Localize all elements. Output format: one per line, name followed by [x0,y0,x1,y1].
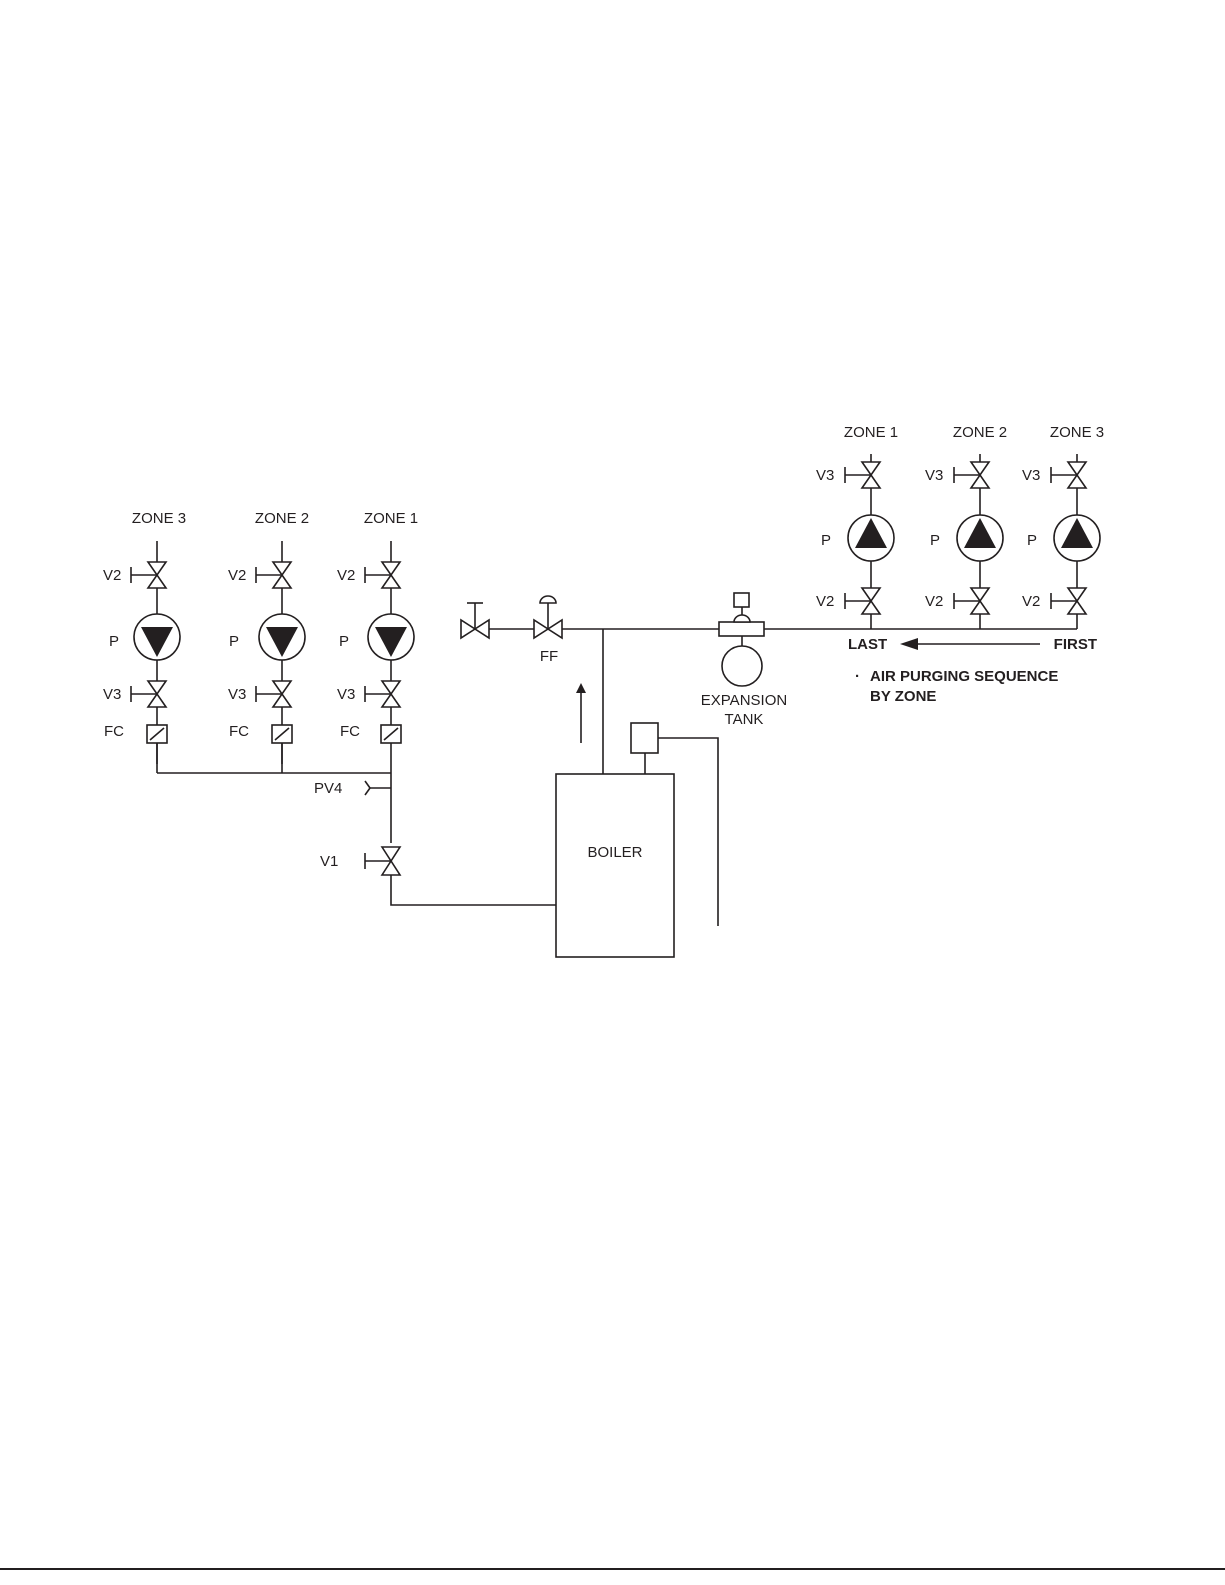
right-zone-3-label: ZONE 3 [1050,424,1104,441]
right-zone-2-pump-icon[interactable] [957,515,1003,561]
right-zone-3-v3-label: V3 [1022,467,1040,484]
left-zone-3-pump-icon[interactable] [134,614,180,660]
left-zone-1-v3-valve[interactable] [365,681,400,707]
sequence-first-label: FIRST [1054,636,1097,653]
pv4-label: PV4 [314,780,342,797]
left-zone-3-label: ZONE 3 [132,510,186,527]
right-zone-1-label: ZONE 1 [844,424,898,441]
sequence-arrow-icon [900,638,918,650]
left-zone-1-v3-label: V3 [337,686,355,703]
right-zone-3-pump-icon[interactable] [1054,515,1100,561]
right-zone-1-v3-valve[interactable] [845,462,880,488]
left-zone-1-v2-valve[interactable] [365,562,400,588]
sequence-last-label: LAST [848,636,887,653]
left-zone-2-pump-icon[interactable] [259,614,305,660]
page-footer-rule [0,1568,1225,1570]
left-zone-2-v2-label: V2 [228,567,246,584]
left-zone-1-v2-label: V2 [337,567,355,584]
right-zone-2-pump-label: P [930,532,940,549]
right-zone-3-v2-label: V2 [1022,593,1040,610]
left-zone-1-pump-icon[interactable] [368,614,414,660]
right-zone-3-pump-label: P [1027,532,1037,549]
left-zone-1-pump-label: P [339,633,349,650]
right-zone-1-v2-valve[interactable] [845,588,880,614]
right-zone-2-label: ZONE 2 [953,424,1007,441]
right-zone-1-pump-label: P [821,532,831,549]
boiler[interactable] [556,774,674,957]
left-zone-1: ZONE 1 V2 P V3 FC [337,510,418,843]
expansion-tank-label-line2: TANK [725,711,764,728]
right-zone-2: ZONE 2 V3 P V2 [925,424,1007,629]
left-zone-2-label: ZONE 2 [255,510,309,527]
left-zone-2-pump-label: P [229,633,239,650]
left-zone-3-v2-valve[interactable] [131,562,166,588]
sequence-note-line2: BY ZONE [870,688,936,705]
right-zone-2-v3-label: V3 [925,467,943,484]
left-zone-2: ZONE 2 V2 P V3 FC [228,510,309,764]
left-zone-2-flow-check-icon[interactable] [272,725,292,743]
right-zone-3-v2-valve[interactable] [1051,588,1086,614]
sequence-note-line1: AIR PURGING SEQUENCE [870,668,1058,685]
v1-label: V1 [320,853,338,870]
left-zone-3-v3-valve[interactable] [131,681,166,707]
boiler-label: BOILER [587,844,642,861]
pv4-purge-valve-icon[interactable] [365,781,391,795]
left-zone-3-v2-label: V2 [103,567,121,584]
left-zone-2-v3-valve[interactable] [256,681,291,707]
left-zone-1-fc-label: FC [340,723,360,740]
right-zone-1-v2-label: V2 [816,593,834,610]
left-zone-3-pump-label: P [109,633,119,650]
boiler-control-box [631,723,658,753]
left-zone-3: ZONE 3 V2 P V3 FC [103,510,186,764]
left-zone-1-flow-check-icon[interactable] [381,725,401,743]
right-zone-3-v3-valve[interactable] [1051,462,1086,488]
right-zone-2-v2-label: V2 [925,593,943,610]
left-zone-3-flow-check-icon[interactable] [147,725,167,743]
sequence-note-bullet: · [855,668,860,685]
air-separator-icon[interactable] [719,593,764,636]
left-zone-3-v3-label: V3 [103,686,121,703]
left-zone-2-fc-label: FC [229,723,249,740]
right-zone-2-v2-valve[interactable] [954,588,989,614]
left-zone-2-v2-valve[interactable] [256,562,291,588]
expansion-tank-icon[interactable] [722,646,762,686]
v1-isolation-valve[interactable] [365,847,400,875]
left-zone-3-fc-label: FC [104,723,124,740]
right-zone-1-v3-label: V3 [816,467,834,484]
right-zone-1: ZONE 1 V3 P V2 [816,424,898,629]
ff-fill-valve[interactable] [534,596,562,638]
right-zone-2-v3-valve[interactable] [954,462,989,488]
right-zone-3: ZONE 3 V3 P V2 [1022,424,1104,629]
manual-fill-valve[interactable] [461,603,489,638]
boiler-return-pipe [391,875,556,905]
ff-label: FF [540,648,558,665]
left-zone-1-label: ZONE 1 [364,510,418,527]
expansion-tank-label-line1: EXPANSION [701,692,787,709]
right-zone-1-pump-icon[interactable] [848,515,894,561]
left-zone-2-v3-label: V3 [228,686,246,703]
